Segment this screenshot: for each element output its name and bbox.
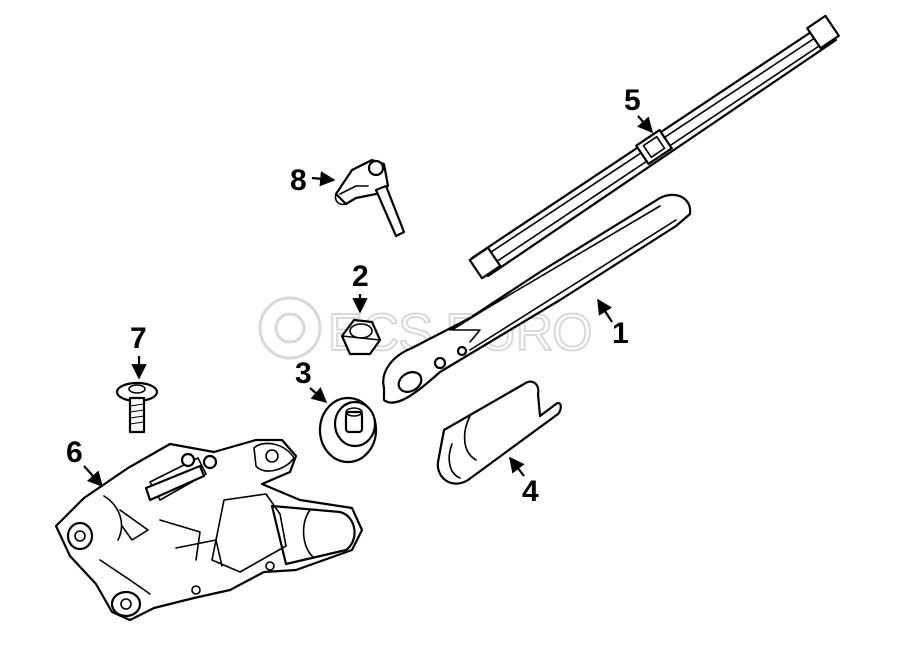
callout-3: 3: [295, 357, 312, 390]
callout-6: 6: [66, 436, 83, 469]
wiper-arm: [382, 193, 692, 404]
leader-arrows: [83, 115, 654, 488]
wiper-blade: [468, 14, 840, 280]
leader-4: [509, 456, 525, 477]
callout-4: 4: [522, 475, 539, 508]
washer-nozzle: [334, 158, 406, 238]
callouts: 1 2 3 4 5 6 7 8: [66, 84, 641, 508]
callout-8: 8: [290, 164, 307, 197]
leader-1: [597, 298, 613, 323]
leader-6: [83, 465, 104, 488]
screw: [115, 381, 159, 434]
wiper-motor: [54, 438, 364, 622]
callout-2: 2: [352, 260, 369, 293]
arm-cover: [436, 380, 562, 485]
callout-5: 5: [624, 84, 641, 117]
leader-3: [309, 387, 328, 404]
grommet: [318, 396, 378, 464]
nut: [340, 318, 382, 356]
leader-5: [637, 115, 654, 134]
callout-7: 7: [130, 322, 147, 355]
callout-1: 1: [612, 317, 629, 350]
leader-8: [311, 171, 336, 187]
